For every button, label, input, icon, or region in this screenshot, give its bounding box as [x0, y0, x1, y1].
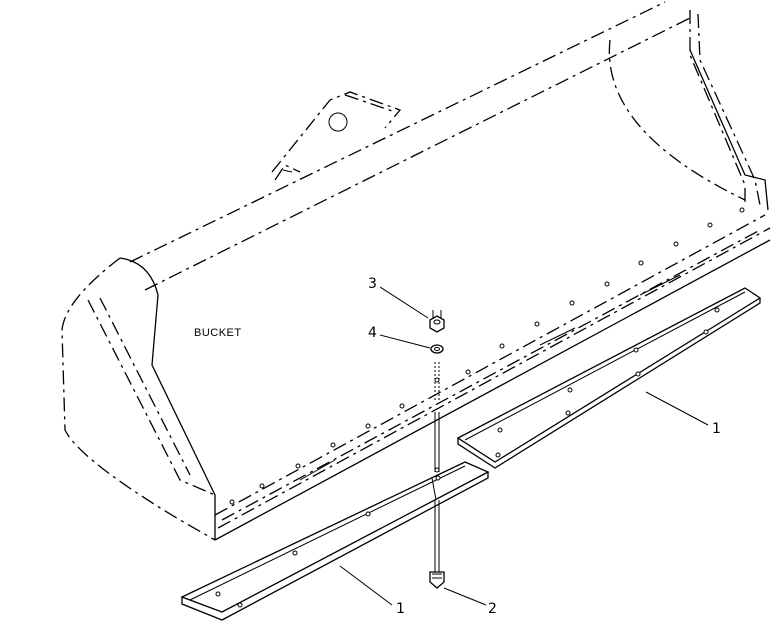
callout-1-right: 1: [712, 421, 721, 437]
hardware-stack: [429, 310, 445, 589]
edge-bolt-holes: [229, 207, 745, 505]
washer: [430, 344, 444, 354]
leader-lines: [339, 286, 709, 606]
callout-2: 2: [488, 601, 497, 617]
hex-nut: [429, 310, 445, 333]
cutting-edge-right: [456, 287, 762, 469]
callout-3: 3: [368, 276, 377, 292]
cutting-edge-left: [180, 461, 490, 621]
bucket-label: BUCKET: [194, 327, 242, 339]
callout-4: 4: [368, 325, 377, 341]
plow-bolt: [429, 477, 445, 589]
bucket: [61, 1, 771, 541]
callout-1-left: 1: [396, 601, 405, 617]
mounting-bracket: [271, 91, 402, 181]
